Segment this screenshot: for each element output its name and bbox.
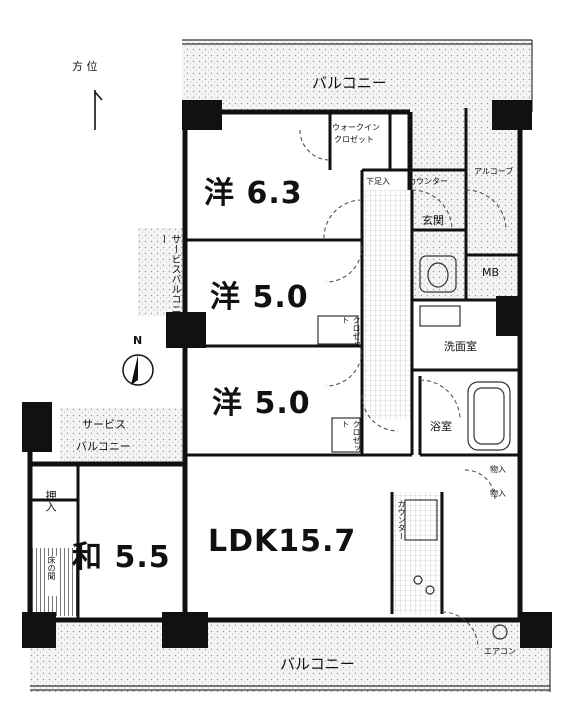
balcony-top-area (182, 40, 532, 112)
alcove-label: アルコーブ (474, 167, 514, 176)
north-symbol (122, 354, 154, 386)
compass-arrow (94, 90, 103, 130)
counter-label: カウンター (408, 177, 448, 186)
door-swings (299, 129, 507, 649)
kitchen-counter-label: カウンター (397, 500, 406, 540)
walkin-label-2: クロゼット (334, 135, 374, 144)
service-balcony-side-area (138, 228, 184, 316)
walkin-label: ウォークイン (332, 123, 380, 132)
room-japanese: 和 5.5 (72, 540, 171, 575)
room-ldk: LDK15.7 (208, 524, 357, 559)
closet-label-1: クロゼット (341, 316, 361, 348)
mb-label: MB (482, 266, 500, 279)
service-balcony-left-label-2: バルコニー (76, 440, 131, 453)
interior-walls (30, 108, 520, 620)
service-balcony-left-area (60, 408, 182, 464)
room-western-1: 洋 6.3 (204, 176, 303, 211)
room-western-3: 洋 5.0 (212, 386, 311, 421)
structural-columns (22, 100, 552, 648)
bath-label: 浴室 (430, 420, 452, 433)
kitchen-counter-floor (392, 492, 442, 614)
tokonoma-label: 床の間 (46, 556, 57, 596)
shoebox-label: 下足入 (366, 177, 390, 186)
storage-label-2: 物入 (490, 489, 506, 498)
balcony-bottom-label: バルコニー (280, 655, 355, 673)
service-balcony-side-label: サービスバルコニー (157, 234, 180, 314)
room-western-2: 洋 5.0 (210, 280, 309, 315)
north-label: N (133, 334, 143, 347)
oshiire-label: 押入 (44, 490, 57, 512)
balcony-bottom-area (30, 622, 550, 692)
fixtures (317, 255, 511, 640)
exterior-walls (27, 108, 550, 623)
entrance-label: 玄関 (422, 214, 444, 227)
storage-label-1: 物入 (490, 465, 506, 474)
balcony-top-label: バルコニー (312, 74, 387, 92)
service-balcony-left-label-1: サービス (82, 418, 126, 431)
washroom-label: 洗面室 (444, 340, 477, 353)
closet-label-2: クロゼット (341, 420, 361, 452)
compass-heading: 方 位 (72, 60, 98, 73)
planter-label: エアコン (484, 647, 516, 656)
balcony-rails (30, 39, 551, 692)
corridor-floor (362, 190, 412, 420)
